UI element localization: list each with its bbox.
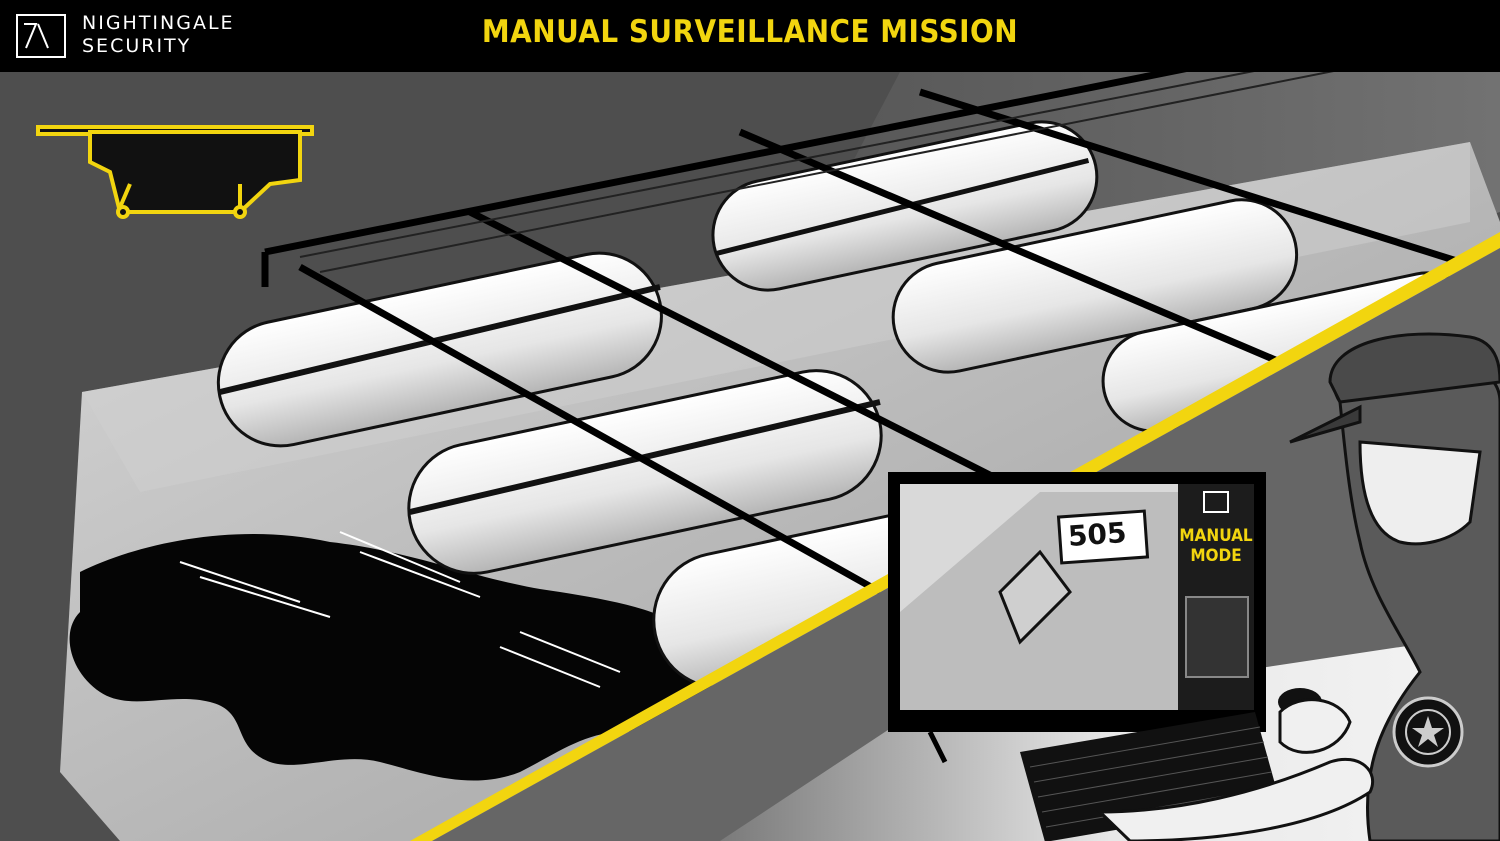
drone-icon <box>36 125 314 219</box>
brand-line1: NIGHTINGALE <box>82 12 235 34</box>
mode-line2: MODE <box>1190 546 1242 566</box>
header-bar: NIGHTINGALE SECURITY MANUAL SURVEILLANCE… <box>0 0 1500 72</box>
tank-number-label: 505 <box>1066 516 1128 553</box>
manual-mode-label: MANUAL MODE <box>1176 526 1256 566</box>
mode-line1: MANUAL <box>1179 526 1253 546</box>
brand-name: NIGHTINGALE SECURITY <box>82 12 235 58</box>
scene-artwork <box>0 72 1500 841</box>
oil-spill <box>69 533 726 781</box>
monitor <box>888 472 1266 764</box>
tank-front-1 <box>216 251 663 448</box>
brand-line2: SECURITY <box>82 35 192 57</box>
nightingale-logo-icon <box>16 14 66 58</box>
page-title: MANUAL SURVEILLANCE MISSION <box>481 14 1019 50</box>
security-badge-icon <box>1392 696 1464 768</box>
